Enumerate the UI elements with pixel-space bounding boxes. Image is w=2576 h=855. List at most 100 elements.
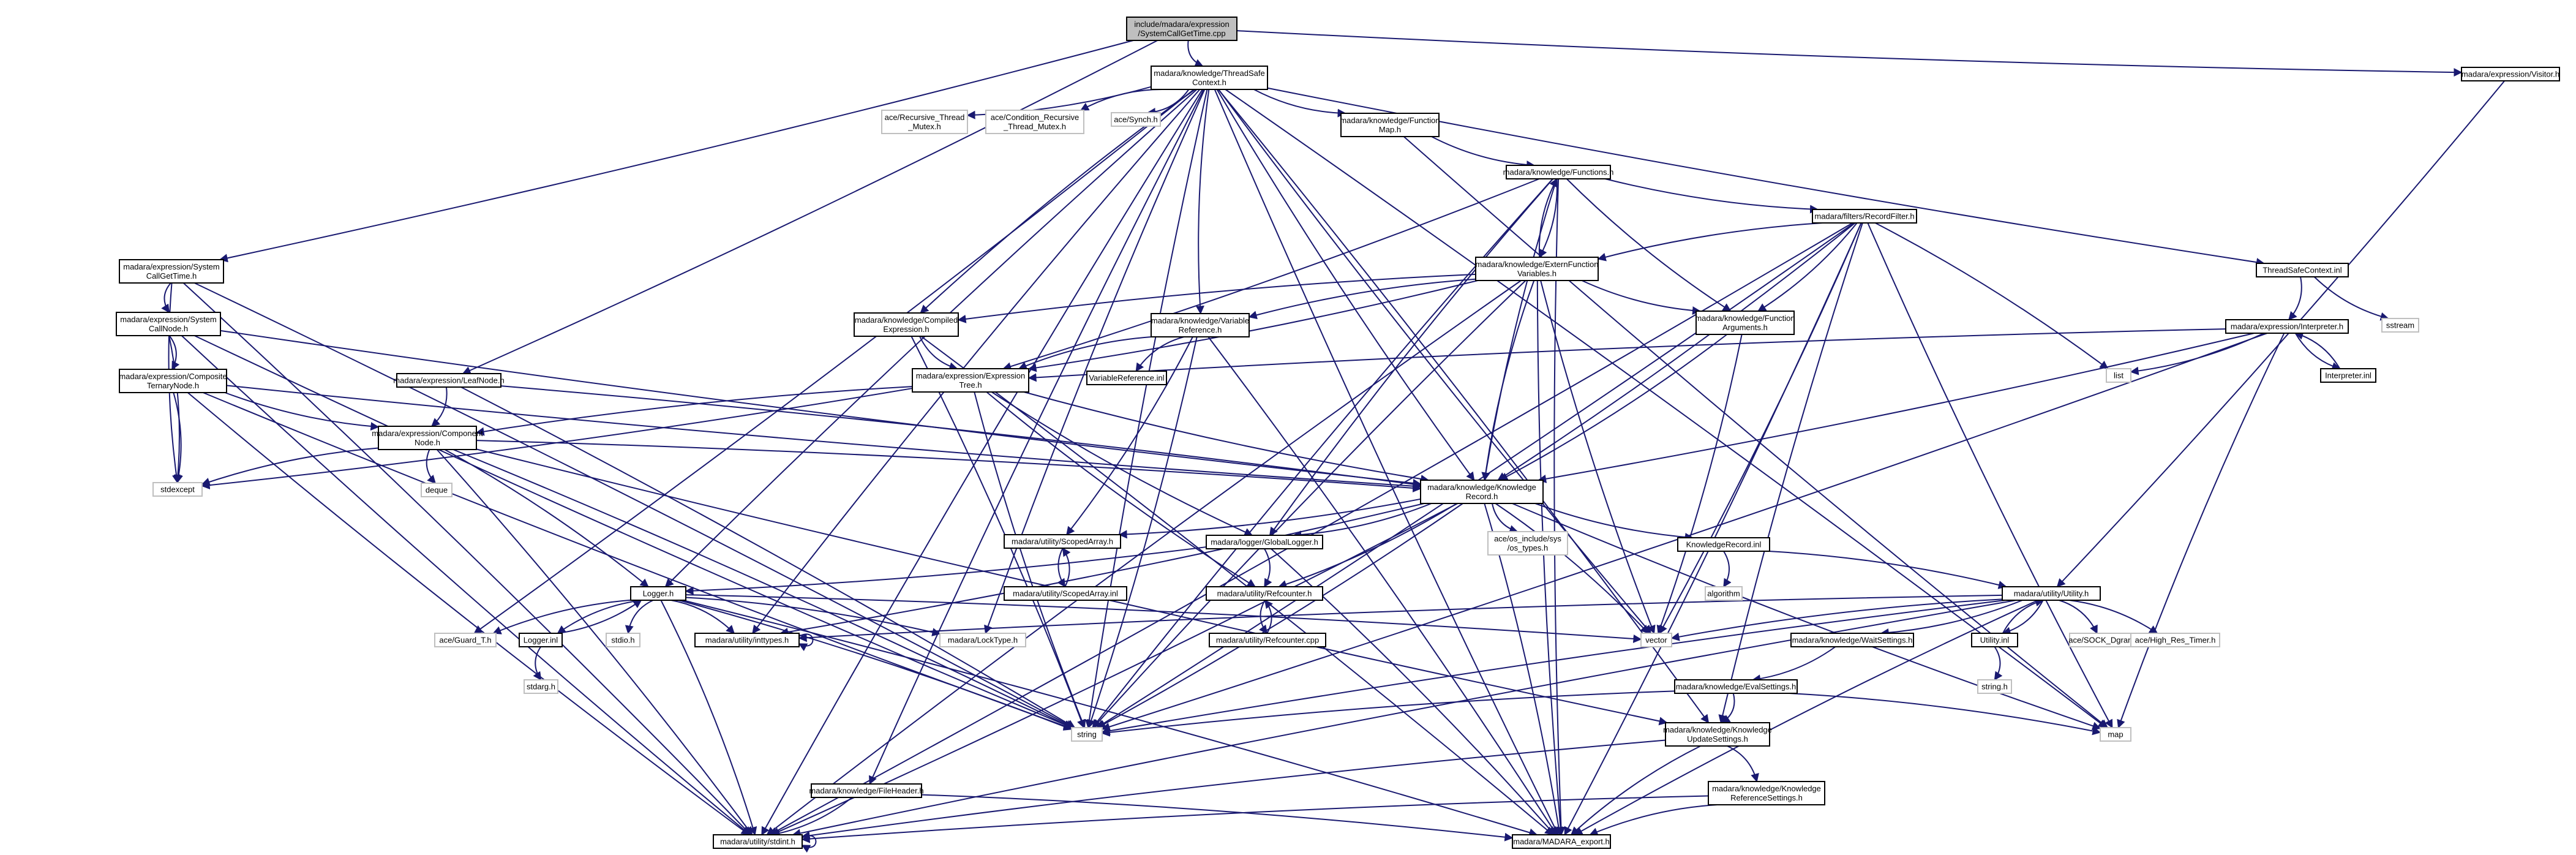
node-stdio[interactable]: stdio.h [606, 633, 640, 647]
node-box [119, 259, 224, 284]
edge-logger-to-stdint [660, 600, 757, 836]
edge-tsc-to-vref [1195, 89, 1210, 315]
node-string[interactable]: string [1071, 727, 1103, 742]
node-list[interactable]: list [2106, 368, 2131, 383]
edge-funcs-to-etree [1002, 178, 1540, 371]
node-refc[interactable]: madara/utility/Refcounter.h [1206, 586, 1323, 601]
node-algorithm[interactable]: algorithm [1705, 586, 1743, 601]
node-label: madara/filters/RecordFilter.h [1814, 212, 1914, 221]
node-vrefi[interactable]: VariableReference.inl [1086, 371, 1167, 385]
edge-logger-to-export [682, 600, 1538, 837]
node-root[interactable]: include/madara/expression/SystemCallGetT… [1126, 17, 1237, 41]
node-label: Expression.h [883, 325, 929, 334]
node-evals[interactable]: madara/knowledge/EvalSettings.h [1674, 679, 1798, 694]
node-label: madara/knowledge/Variable [1151, 316, 1249, 325]
node-logger[interactable]: Logger.h [630, 586, 686, 601]
node-scgt[interactable]: madara/expression/SystemCallGetTime.h [119, 259, 224, 284]
edge-utilh-to-sockd [2059, 600, 2098, 635]
node-vector[interactable]: vector [1640, 633, 1672, 647]
node-label: madara/knowledge/Compiled [855, 315, 958, 325]
edge-evals-to-string [1101, 690, 1675, 737]
node-stdint[interactable]: madara/utility/stdint.h [713, 834, 803, 849]
edge-root-to-tsc [1187, 40, 1204, 67]
edge-scgt-to-scn [161, 282, 171, 314]
node-ostypes[interactable]: ace/os_include/sys/os_types.h [1487, 531, 1568, 556]
node-glog[interactable]: madara/logger/GlobalLogger.h [1206, 535, 1323, 549]
node-krs[interactable]: madara/knowledge/KnowledgeReferenceSetti… [1708, 781, 1825, 805]
node-label: TernaryNode.h [147, 381, 199, 390]
node-label: ace/High_Res_Timer.h [2135, 636, 2216, 645]
node-fh[interactable]: madara/knowledge/FileHeader.h [809, 783, 924, 798]
node-sarri[interactable]: madara/utility/ScopedArray.inl [1004, 586, 1127, 601]
node-stringh[interactable]: string.h [1977, 679, 2012, 694]
node-sockd[interactable]: ace/SOCK_Dgram.h [2068, 633, 2141, 647]
node-label: madara/utility/Utility.h [2014, 589, 2089, 598]
edge-tsc-to-export [1214, 89, 1559, 836]
node-interpi[interactable]: Interpreter.inl [2320, 368, 2376, 383]
node-efv[interactable]: madara/knowledge/ExternFunctionVariables… [1475, 257, 1599, 281]
edge-efv-to-string [1092, 280, 1526, 729]
node-utili[interactable]: Utility.inl [1971, 633, 2018, 647]
edge-fh-to-export [921, 794, 1514, 842]
edge-utili-to-utilh [2002, 598, 2044, 634]
node-inttypes[interactable]: madara/utility/inttypes.h [694, 633, 800, 647]
node-label: madara/utility/ScopedArray.inl [1013, 589, 1118, 598]
edge-inttypes-to-inttypes [798, 633, 814, 652]
node-label: algorithm [1707, 589, 1740, 598]
node-hrt[interactable]: ace/High_Res_Timer.h [2130, 633, 2220, 647]
node-rtm[interactable]: ace/Recursive_Thread_Mutex.h [881, 110, 968, 134]
node-loggeri[interactable]: Logger.inl [519, 633, 563, 647]
edge-interp-to-list [2130, 333, 2264, 375]
edge-cexp-to-export [920, 336, 1554, 835]
node-kri[interactable]: KnowledgeRecord.inl [1677, 537, 1770, 552]
edge-vref-to-sarr [1066, 336, 1193, 536]
node-kr[interactable]: madara/knowledge/KnowledgeRecord.h [1420, 480, 1544, 504]
node-map[interactable]: map [2100, 727, 2131, 742]
node-crtm[interactable]: ace/Condition_Recursive_Thread_Mutex.h [985, 110, 1084, 134]
node-funcs[interactable]: madara/knowledge/Functions.h [1503, 165, 1614, 179]
node-label: string.h [1981, 682, 2008, 691]
edge-interp-to-string [1101, 333, 2267, 731]
edge-farg-to-kr [1499, 334, 1728, 481]
edge-etree-to-string [974, 391, 1086, 729]
node-box [1126, 17, 1237, 41]
edge-root-to-scgt [219, 40, 1134, 263]
edge-leaf-to-kr [500, 385, 1422, 489]
node-waits[interactable]: madara/knowledge/WaitSettings.h [1790, 633, 1914, 647]
node-stdexcept[interactable]: stdexcept [152, 482, 203, 497]
edge-funcs-to-farg [1566, 178, 1732, 312]
node-tsci[interactable]: ThreadSafeContext.inl [2256, 263, 2349, 277]
node-vref[interactable]: madara/knowledge/VariableReference.h [1151, 313, 1250, 337]
node-box [1977, 679, 2012, 694]
edge-interp-to-interpi [2294, 333, 2341, 371]
node-visitor[interactable]: madara/expression/Visitor.h [2461, 67, 2560, 81]
node-rf[interactable]: madara/filters/RecordFilter.h [1812, 209, 1917, 224]
node-sarr[interactable]: madara/utility/ScopedArray.h [1004, 534, 1121, 549]
edge-fmap-to-funcs [1431, 136, 1536, 170]
node-leaf[interactable]: madara/expression/LeafNode.h [393, 373, 505, 388]
node-label: string [1077, 730, 1097, 739]
node-sstream[interactable]: sstream [2381, 318, 2419, 333]
node-guard[interactable]: ace/Guard_T.h [434, 633, 497, 647]
node-synch[interactable]: ace/Synch.h [1111, 112, 1161, 127]
edge-kus-to-krs [1727, 745, 1759, 783]
node-box [1086, 371, 1167, 385]
node-tsc[interactable]: madara/knowledge/ThreadSafeContext.h [1151, 66, 1268, 90]
node-export[interactable]: madara/MADARA_export.h [1512, 834, 1611, 849]
node-box [1512, 834, 1611, 849]
node-utilh[interactable]: madara/utility/Utility.h [2002, 586, 2101, 601]
node-box [2106, 368, 2131, 383]
node-refcc[interactable]: madara/utility/Refcounter.cpp [1209, 633, 1326, 647]
node-locktype[interactable]: madara/LockType.h [939, 633, 1026, 647]
node-kus[interactable]: madara/knowledge/KnowledgeUpdateSettings… [1663, 722, 1772, 747]
node-stdarg[interactable]: stdarg.h [524, 679, 558, 694]
node-deque[interactable]: deque [421, 483, 452, 497]
node-interp[interactable]: madara/expression/Interpreter.h [2225, 319, 2349, 334]
